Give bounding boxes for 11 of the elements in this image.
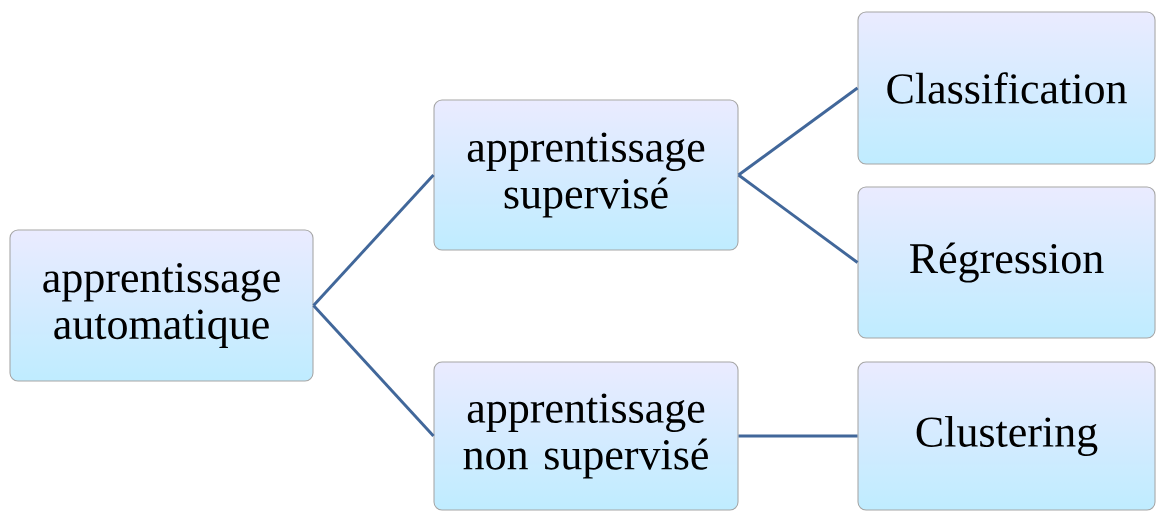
process-box: Clustering (857, 361, 1156, 511)
connector-line (312, 304, 435, 437)
process-box: apprentissage supervisé (433, 99, 739, 251)
process-box: apprentissage automatique (9, 229, 314, 382)
connector-line (737, 86, 859, 177)
connector-line (737, 173, 859, 264)
process-box: Régression (857, 186, 1156, 339)
process-box: Classification (857, 11, 1156, 165)
connector-line (738, 434, 858, 438)
process-box: apprentissage non supervisé (433, 361, 739, 511)
connector-line (312, 174, 435, 307)
